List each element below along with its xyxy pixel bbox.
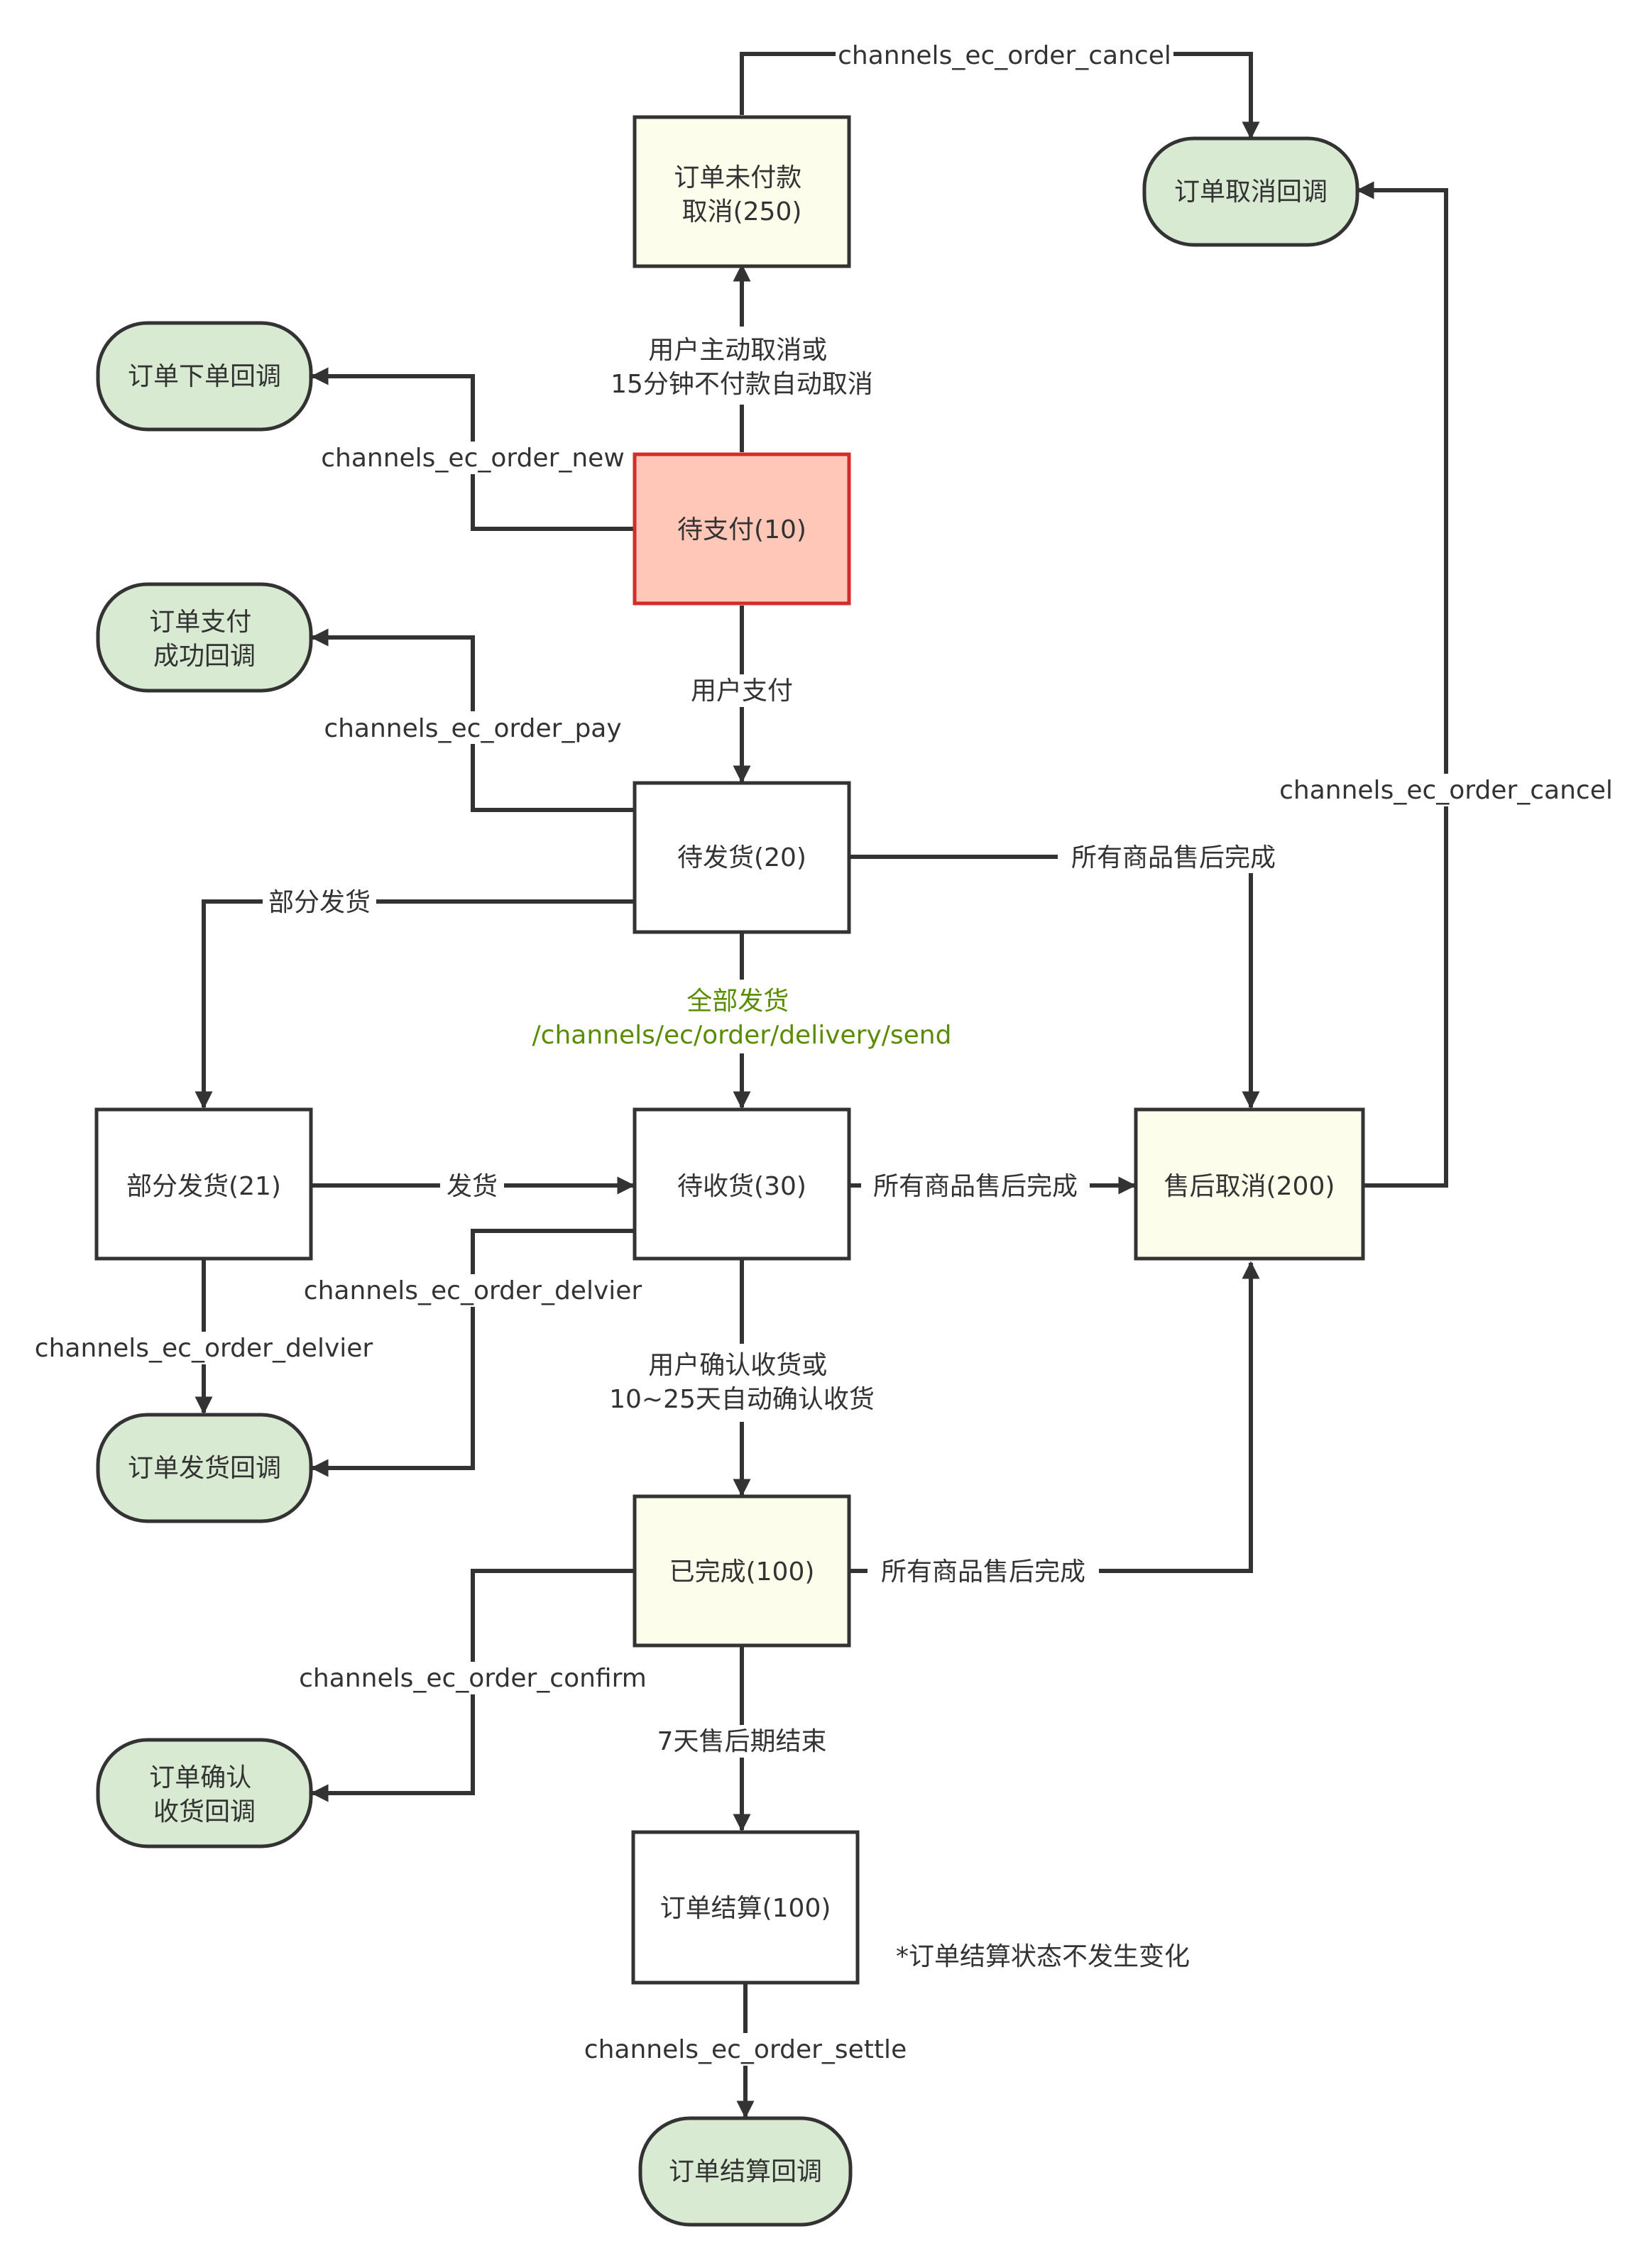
callback-order-new[interactable]: 订单下单回调 [96, 321, 313, 432]
state-pending-pay[interactable]: 待支付(10) [633, 452, 851, 606]
label-deliver-mid: channels_ec_order_delvier [304, 1276, 642, 1305]
callback-order-confirm[interactable]: 订单确认 收货回调 [96, 1738, 313, 1848]
callback-order-pay[interactable]: 订单支付 成功回调 [96, 582, 313, 693]
label-seven-days: 7天售后期结束 [657, 1727, 827, 1756]
settle-note: *订单结算状态不发生变化 [896, 1942, 1190, 1971]
state-pending-receive[interactable]: 待收货(30) [633, 1107, 851, 1261]
edge-pending-ship-to-partial-ship [195, 899, 635, 1110]
svg-text:待支付(10): 待支付(10) [677, 515, 806, 544]
edge-aftersale-to-cancel-callback [1356, 181, 1448, 1188]
nodes-group: 订单未付款 取消(250) 订单取消回调 订单下单回调 待支付(10) [94, 115, 1365, 2227]
label-user-pay: 用户支付 [691, 676, 793, 706]
label-cancel-right: channels_ec_order_cancel [1279, 776, 1613, 805]
label-full-ship: 全部发货 /channels/ec/order/delivery/send [532, 987, 952, 1050]
label-cancel-top: channels_ec_order_cancel [838, 41, 1171, 70]
callback-order-settle[interactable]: 订单结算回调 [638, 2116, 853, 2227]
svg-text:订单取消回调: 订单取消回调 [1174, 177, 1328, 207]
label-order-pay: channels_ec_order_pay [324, 714, 621, 743]
svg-text:售后取消(200): 售后取消(200) [1164, 1172, 1335, 1201]
svg-text:部分发货(21): 部分发货(21) [126, 1172, 281, 1201]
callback-order-cancel[interactable]: 订单取消回调 [1142, 136, 1359, 247]
svg-text:待发货(20): 待发货(20) [677, 843, 806, 872]
callback-order-ship[interactable]: 订单发货回调 [96, 1413, 313, 1523]
svg-text:订单结算回调: 订单结算回调 [669, 2157, 822, 2186]
state-completed[interactable]: 已完成(100) [633, 1494, 851, 1648]
svg-text:订单下单回调: 订单下单回调 [128, 362, 281, 391]
state-aftersale-cancel[interactable]: 售后取消(200) [1134, 1107, 1365, 1261]
state-settle[interactable]: 订单结算(100) [631, 1830, 860, 1985]
svg-text:订单支付 成功回调: 订单支付 成功回调 [149, 608, 259, 671]
svg-text:已完成(100): 已完成(100) [669, 1557, 815, 1587]
svg-text:订单确认 收货回调: 订单确认 收货回调 [149, 1763, 259, 1826]
edge-pending-receive-to-ship-callback [310, 1229, 635, 1477]
state-partial-ship[interactable]: 部分发货(21) [94, 1107, 313, 1261]
label-order-confirm: channels_ec_order_confirm [299, 1664, 647, 1693]
label-user-cancel: 用户主动取消或 15分钟不付款自动取消 [611, 336, 873, 399]
label-deliver-left: channels_ec_order_delvier [35, 1334, 373, 1363]
svg-text:订单未付款 取消(250): 订单未付款 取消(250) [674, 163, 809, 226]
svg-text:订单结算(100): 订单结算(100) [660, 1894, 831, 1923]
label-order-settle: channels_ec_order_settle [584, 2035, 907, 2064]
label-order-new: channels_ec_order_new [321, 444, 625, 473]
label-complete-aftersale: 所有商品售后完成 [881, 1557, 1085, 1587]
svg-text:待收货(30): 待收货(30) [677, 1172, 806, 1201]
edge-completed-to-aftersale [849, 1261, 1260, 1573]
label-receive-aftersale: 所有商品售后完成 [873, 1172, 1078, 1201]
state-unpaid-cancel[interactable]: 订单未付款 取消(250) [633, 115, 851, 268]
label-ship-aftersale: 所有商品售后完成 [1071, 843, 1276, 872]
label-partial-ship: 部分发货 [268, 888, 371, 917]
svg-text:订单发货回调: 订单发货回调 [128, 1454, 281, 1483]
label-ship: 发货 [447, 1172, 498, 1201]
state-pending-ship[interactable]: 待发货(20) [633, 781, 851, 934]
edge-labels-group: channels_ec_order_cancel 用户主动取消或 15分钟不付款… [28, 38, 1618, 2066]
label-confirm: 用户确认收货或 10~25天自动确认收货 [609, 1351, 875, 1414]
